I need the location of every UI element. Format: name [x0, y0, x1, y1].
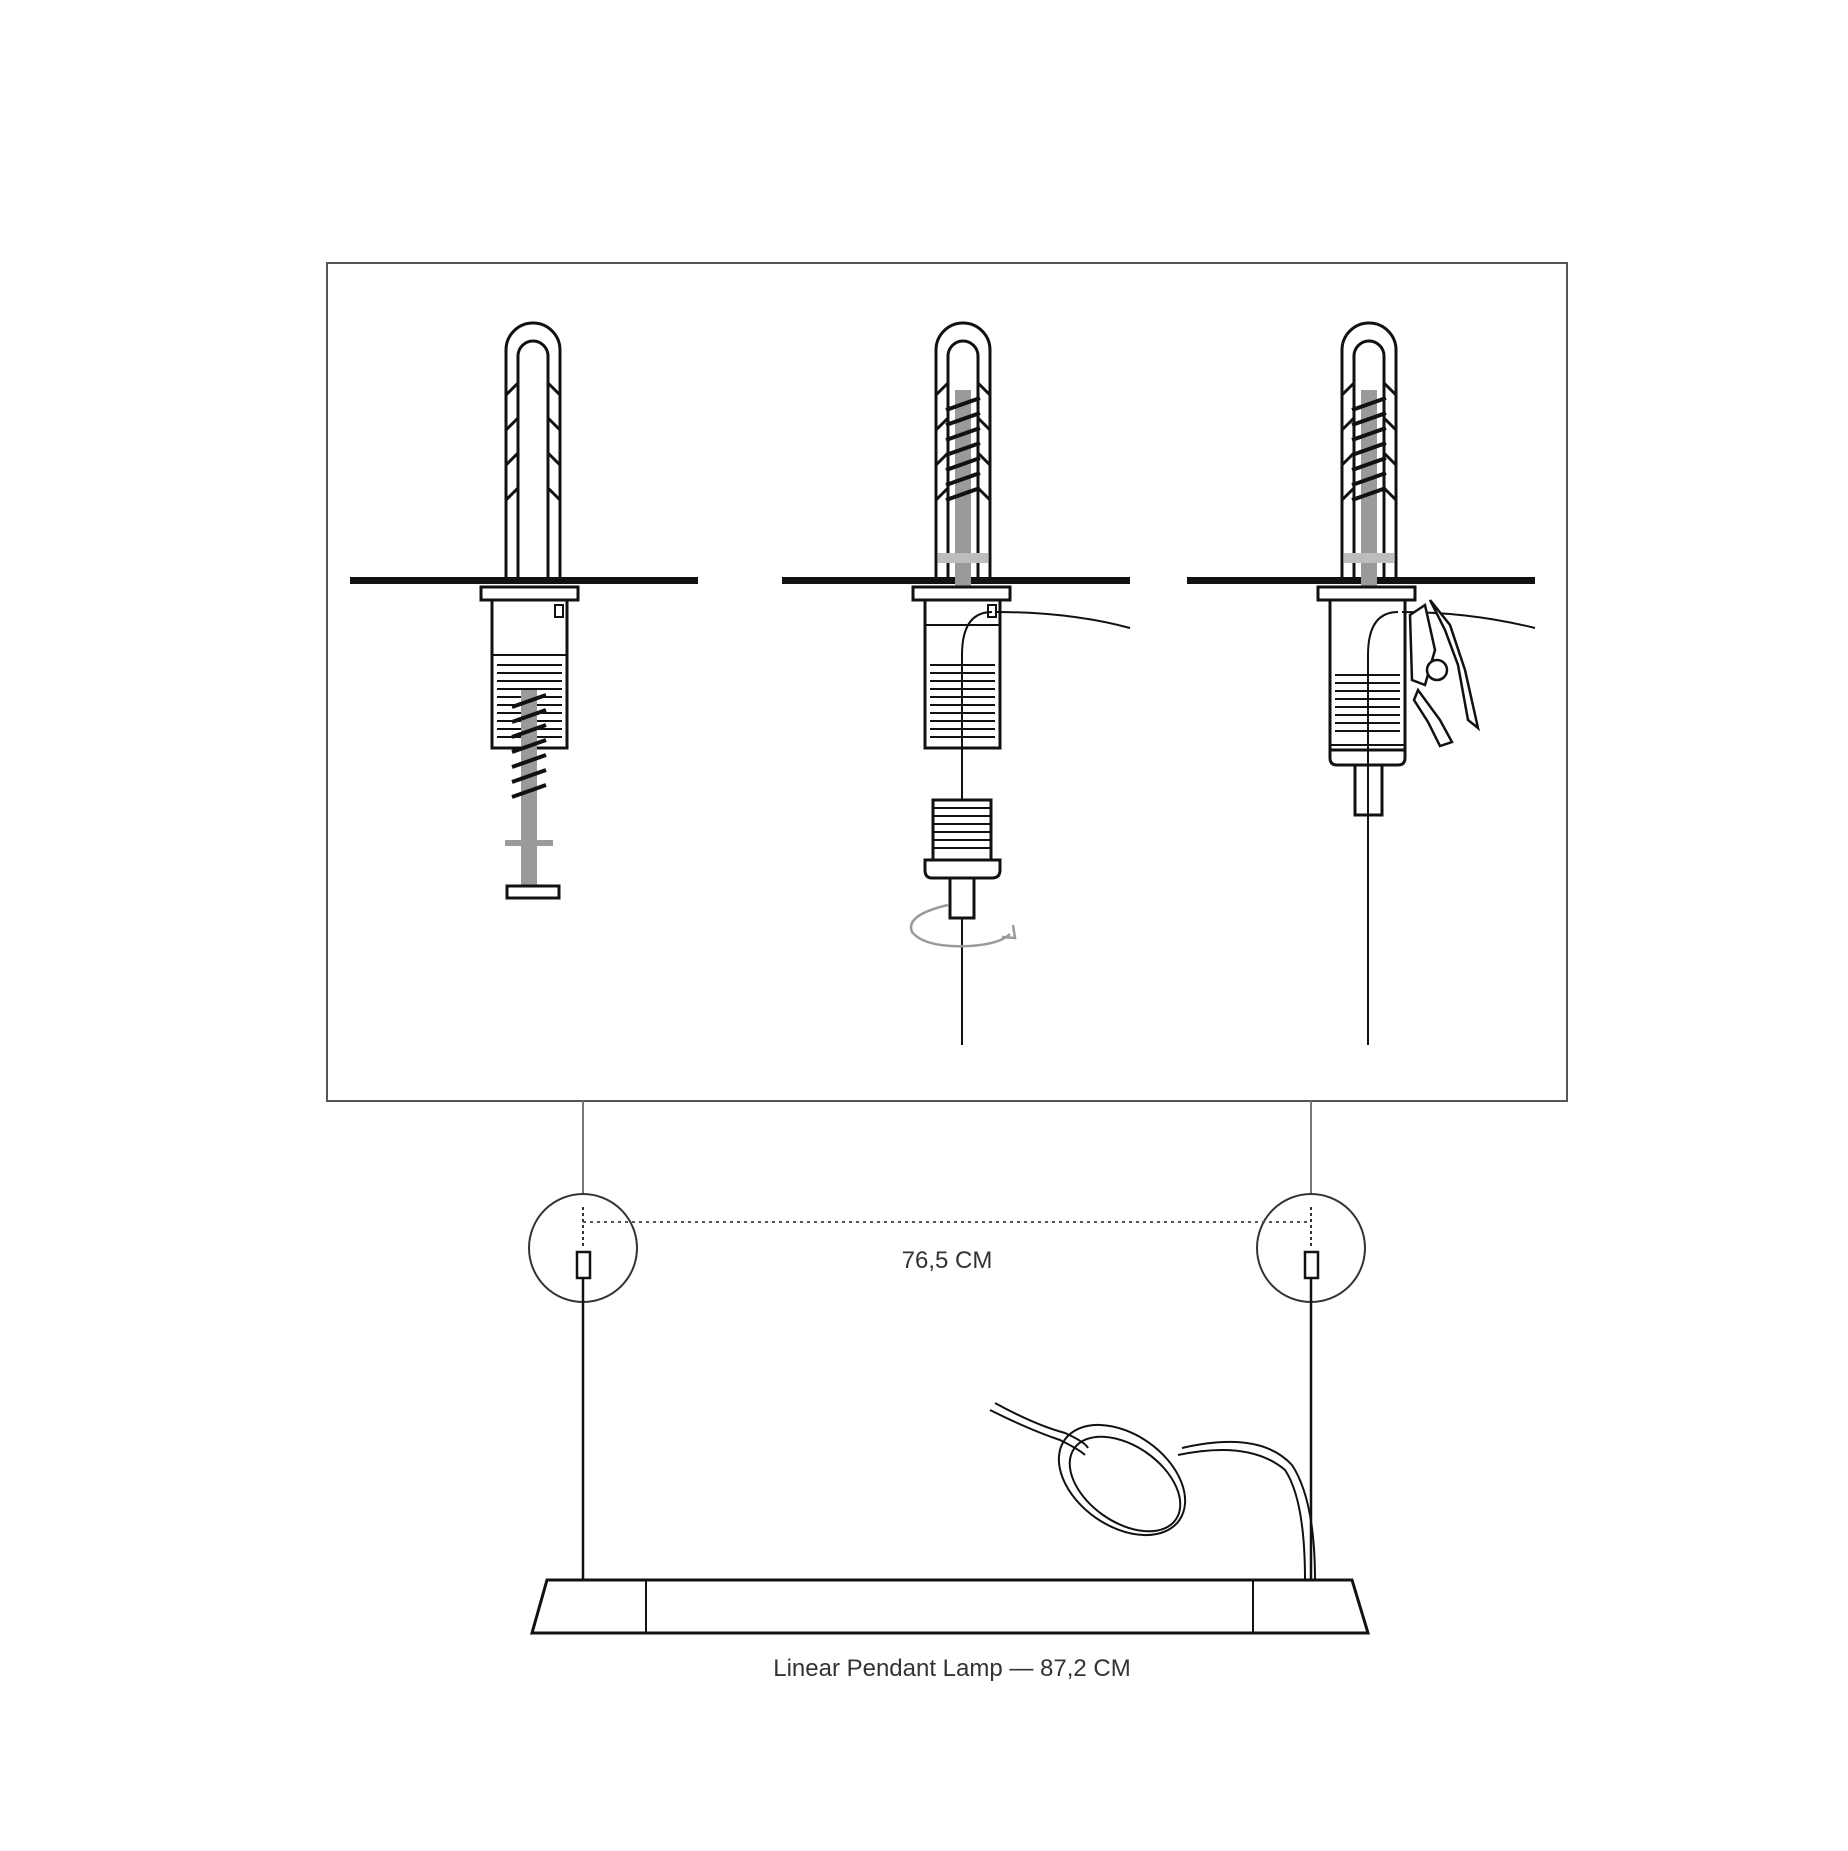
- wire-cutter-icon: [1408, 599, 1480, 748]
- linear-pendant-lamp: [530, 1578, 1371, 1635]
- step-2-thread-cable-and-attach-nut: [782, 321, 1131, 1045]
- rotate-arrow-icon: [909, 903, 1017, 948]
- screw: [938, 390, 988, 590]
- anchor-flange: [1316, 585, 1417, 602]
- cable-gripper-nut: [923, 798, 1002, 920]
- anchor-flange: [911, 585, 1012, 602]
- screw: [1344, 390, 1394, 590]
- step-3-tighten-and-cut-cable: [1187, 321, 1536, 1045]
- suspension-wires: [581, 1278, 1313, 1580]
- detail-leader-lines: [582, 1101, 1312, 1195]
- screw: [505, 690, 561, 900]
- steps-panel: [326, 262, 1568, 1102]
- ceiling-mount-icon: [575, 1250, 592, 1280]
- suspension-cable: [1367, 611, 1399, 1045]
- wall-anchor: [504, 321, 562, 580]
- lamp-label: Linear Pendant Lamp — 87,2 CM: [773, 1655, 1131, 1682]
- anchor-flange: [479, 585, 580, 602]
- steps-panel-frame: [326, 262, 1568, 1102]
- ceiling-line: [350, 577, 698, 584]
- step-1-insert-anchor-and-screw: [350, 321, 698, 900]
- ceiling-mount-icon: [1303, 1250, 1320, 1280]
- power-cable: [995, 611, 1131, 629]
- suspension-cable: [961, 611, 993, 1045]
- spacing-label: 76,5 CM: [902, 1247, 993, 1274]
- wall-anchor: [1340, 321, 1398, 580]
- wall-anchor: [934, 321, 992, 580]
- power-cord: [989, 1402, 1316, 1581]
